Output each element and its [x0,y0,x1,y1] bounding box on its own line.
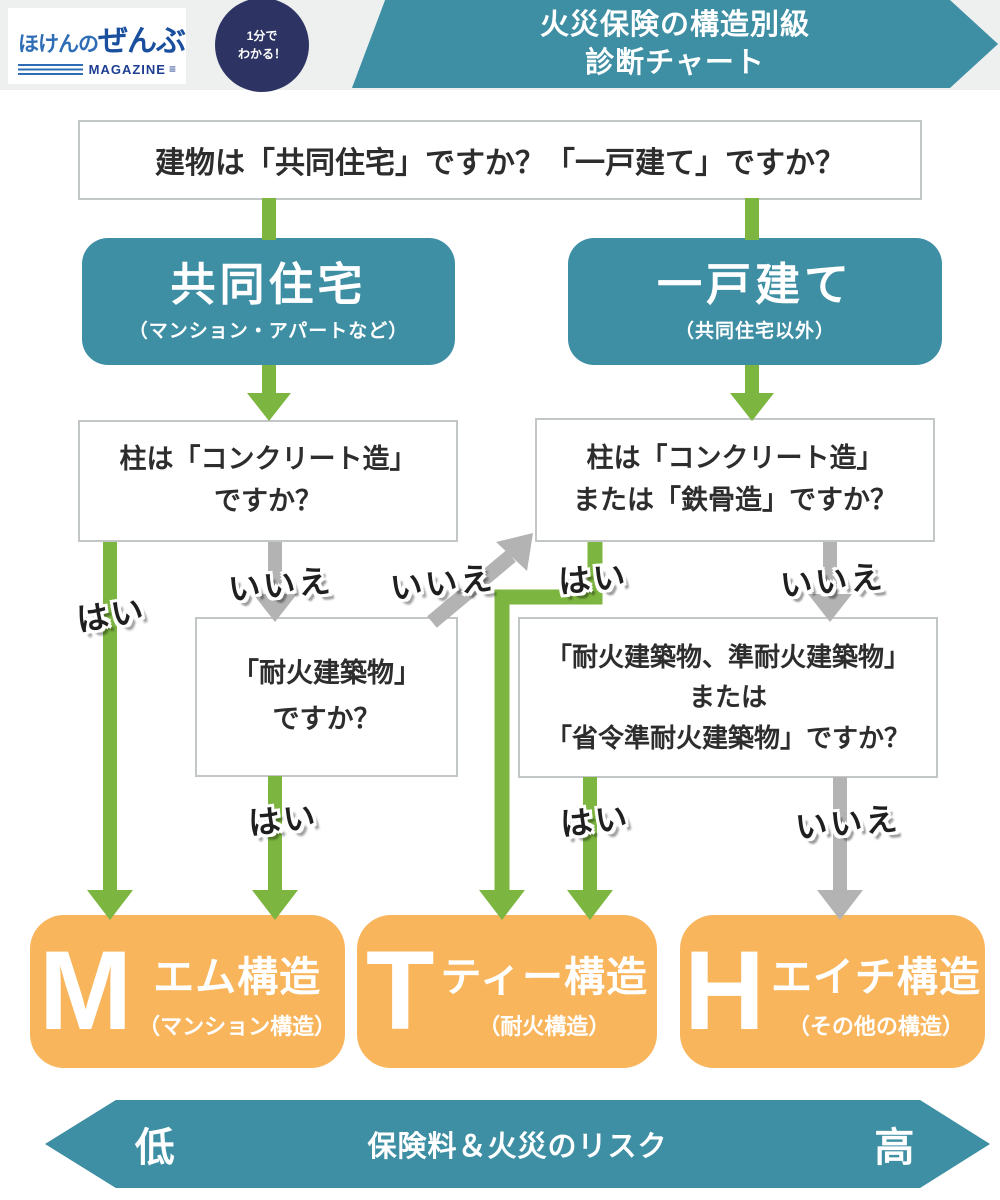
page-title-line2: 診断チャート [585,47,765,79]
question-building-type: 建物は「共同住宅」ですか？「一戸建て」ですか？ [78,120,922,200]
risk-high-label: 高 [874,1126,915,1170]
label-no-bottom-right: いいえ [793,800,902,846]
badge-line1: 1分で [246,29,278,43]
label-yes-right-top: はい [556,558,630,600]
result-t-subtitle: （耐火構造） [478,1013,611,1039]
page-title-line1: 火災保険の構造別級 [539,8,810,41]
brand-logo-text: ほけんの ぜんぶ [18,16,186,60]
arrowhead-into-q2-right [730,393,774,421]
question-fire-resistant-right-line1: 「耐火建築物、準耐火建築物」 [545,642,910,673]
logo-magazine-label: MAGAZINE [88,61,166,77]
branch-apartment-title: 共同住宅 [170,259,367,311]
logo-part2: ぜんぶ [98,24,186,58]
result-t-name: ティー構造 [440,953,648,1000]
question-concrete-right-line1: 柱は「コンクリート造」 [586,443,884,474]
result-h-structure: H エイチ構造 （その他の構造） [680,915,985,1068]
branch-detached-house: 一戸建て （共同住宅以外） [568,238,942,365]
label-no-right-top: いいえ [778,558,887,604]
result-m-structure: M エム構造 （マンション構造） [30,915,345,1068]
risk-scale-banner: 低 保険料＆火災のリスク 高 [45,1100,990,1188]
logo-part1: ほけんの [18,32,99,56]
page-title-banner: 火災保険の構造別級 診断チャート [351,0,999,88]
question-concrete-left-line1: 柱は「コンクリート造」 [119,444,417,475]
question-concrete-left-line2: ですか？ [214,486,322,516]
label-yes-left: はい [73,591,149,639]
result-m-subtitle: （マンション構造） [138,1013,337,1039]
branch-detached-house-title: 一戸建て [656,259,853,311]
result-t-letter: T [366,928,435,1054]
label-yes-bottom-left: はい [246,798,320,842]
logo-menu-glyph: ≡ [168,62,176,76]
question-fire-resistant-left: 「耐火建築物」 ですか？ [195,617,458,777]
label-no-diagonal: いいえ [388,559,497,607]
risk-low-label: 低 [134,1126,175,1170]
badge-line2: わかる！ [237,47,286,61]
branch-apartment: 共同住宅 （マンション・アパートなど） [82,238,455,365]
result-m-letter: M [38,928,133,1054]
label-yes-bottom-right: はい [558,799,632,843]
question-fire-resistant-right-line3: 「省令準耐火建築物」ですか？ [545,722,910,753]
question-fire-resistant-left-line2: ですか？ [272,704,381,734]
question-concrete-right-line2: または「鉄骨造」ですか？ [573,485,897,515]
brand-logo: ほけんの ぜんぶ MAGAZINE ≡ [8,8,186,84]
question-fire-resistant-left-line1: 「耐火建築物」 [232,658,421,689]
question-building-type-text: 建物は「共同住宅」ですか？「一戸建て」ですか？ [155,147,845,180]
branch-detached-house-subtitle: （共同住宅以外） [674,320,835,342]
arrowhead-diagonal-into-q2right [496,533,533,571]
one-minute-badge: 1分で わかる！ [215,0,309,92]
question-concrete-or-steel-right: 柱は「コンクリート造」 または「鉄骨造」ですか？ [535,418,935,542]
result-h-name: エイチ構造 [770,953,981,1000]
result-m-name: エム構造 [153,953,322,1000]
question-concrete-columns-left: 柱は「コンクリート造」 ですか？ [78,420,458,542]
label-no-left: いいえ [226,562,335,608]
result-h-subtitle: （その他の構造） [787,1013,964,1039]
arrowhead-into-q2-left [247,393,291,421]
branch-apartment-subtitle: （マンション・アパートなど） [128,320,409,342]
result-h-letter: H [684,928,765,1054]
question-fire-resistant-right-line2: または [688,682,767,713]
risk-scale-label: 保険料＆火災のリスク [367,1131,668,1163]
result-t-structure: T ティー構造 （耐火構造） [357,915,657,1068]
logo-rules-decoration [18,63,83,75]
question-fire-resistant-right: 「耐火建築物、準耐火建築物」 または 「省令準耐火建築物」ですか？ [518,617,938,778]
brand-logo-magazine-row: MAGAZINE ≡ [18,62,176,77]
